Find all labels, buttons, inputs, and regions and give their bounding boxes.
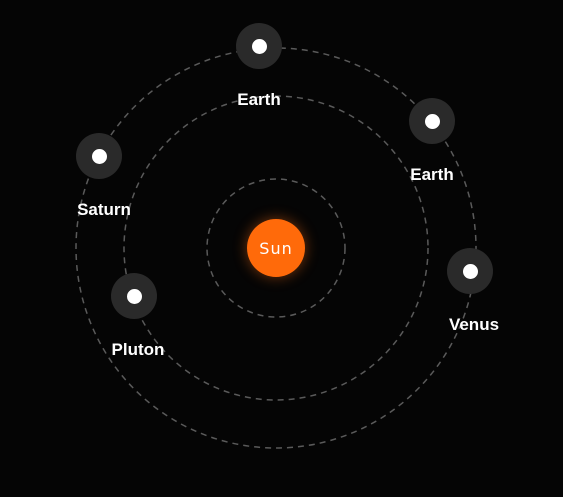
planet-label-venus: Venus — [448, 315, 500, 334]
planet-earth-top — [236, 23, 282, 69]
orbit-middle — [123, 95, 429, 401]
sun: Sun — [247, 219, 305, 277]
planet-label-earth-top: Earth — [237, 90, 281, 109]
planet-dot-icon — [251, 38, 267, 54]
planet-label-earth-right: Earth — [410, 165, 454, 184]
planet-venus — [447, 248, 493, 294]
planet-dot-icon — [424, 113, 440, 129]
planet-dot-icon — [462, 263, 478, 279]
planet-label-saturn: Saturn — [77, 200, 131, 219]
planet-dot-icon — [126, 288, 142, 304]
planet-dot-icon — [91, 148, 107, 164]
orbit-inner — [206, 178, 346, 318]
planet-pluton — [111, 273, 157, 319]
planet-saturn — [76, 133, 122, 179]
planet-label-pluton: Pluton — [111, 340, 165, 359]
planet-earth-right — [409, 98, 455, 144]
